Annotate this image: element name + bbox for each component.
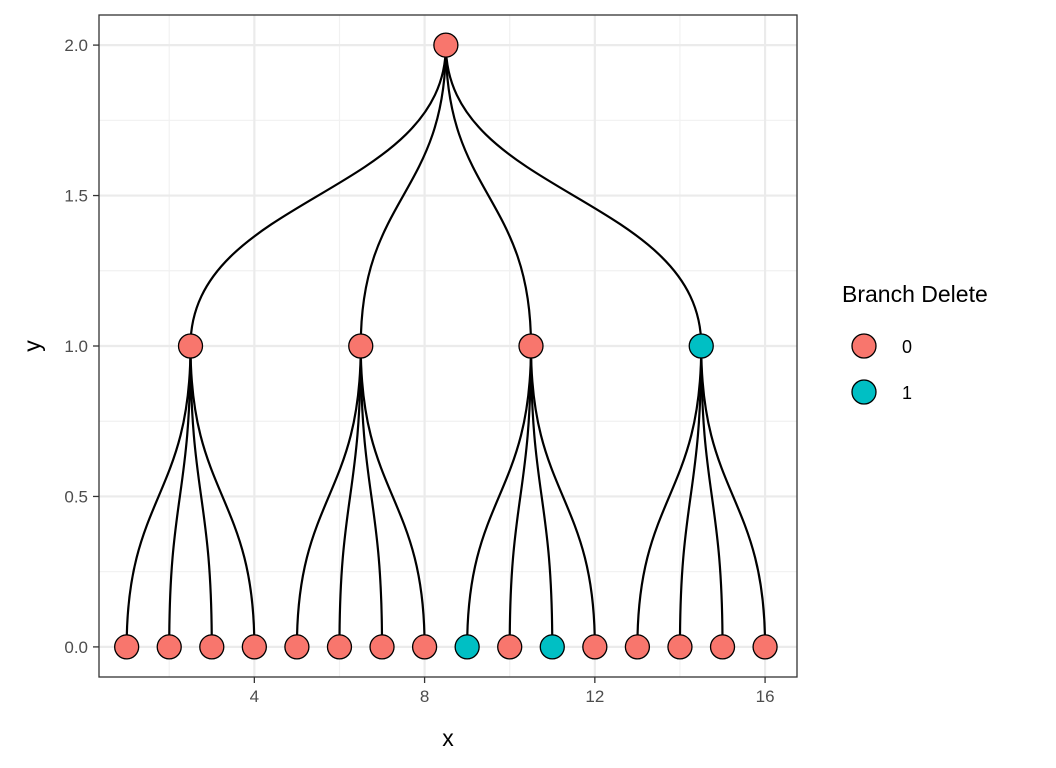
- leaf-node: [539, 634, 565, 660]
- tree-edge: [700, 345, 767, 647]
- y-tick-label: 1.5: [64, 187, 88, 206]
- leaf-node: [667, 634, 693, 660]
- y-tick-label: 2.0: [64, 36, 88, 55]
- legend-key: [851, 333, 877, 359]
- tree-edge: [295, 345, 362, 647]
- leaf-node: [284, 634, 310, 660]
- tree-edge: [359, 345, 426, 647]
- x-tick-label: 8: [420, 687, 429, 706]
- branch-node: [688, 333, 714, 359]
- tree-edge: [700, 345, 724, 647]
- tree-edge: [444, 45, 533, 347]
- branch-node: [518, 333, 544, 359]
- x-tick-label: 4: [250, 687, 259, 706]
- tree-edge: [189, 45, 447, 347]
- leaf-node: [156, 634, 182, 660]
- leaf-node: [709, 634, 736, 660]
- tree-edge: [168, 345, 192, 647]
- tree-edge: [189, 345, 213, 647]
- tree-edge: [444, 45, 703, 347]
- leaf-node: [241, 634, 267, 660]
- leaf-node: [497, 634, 523, 660]
- y-tick-label: 1.0: [64, 337, 88, 356]
- tree-edge: [466, 345, 533, 647]
- plot-panel: [98, 14, 798, 678]
- y-axis: 0.0 0.5 1.0 1.5 2.0: [64, 36, 99, 657]
- leaf-node: [582, 634, 608, 660]
- leaf-node: [624, 634, 651, 660]
- tree-edge: [125, 345, 192, 647]
- legend-title: Branch Delete: [842, 281, 988, 307]
- tree-nodes: [114, 32, 778, 660]
- tree-edge: [508, 345, 533, 647]
- tree-edge: [678, 345, 703, 647]
- branch-node: [177, 333, 204, 359]
- legend-label: 1: [902, 383, 912, 403]
- x-axis: 4 8 12 16: [250, 677, 775, 706]
- tree-edges: [125, 45, 767, 647]
- leaf-node: [369, 634, 395, 660]
- root-node: [433, 32, 459, 58]
- tree-edge: [359, 345, 384, 647]
- tree-edge: [636, 345, 703, 647]
- x-tick-label: 12: [585, 687, 604, 706]
- leaf-node: [411, 634, 438, 660]
- legend-label: 0: [902, 337, 912, 357]
- legend-key: [851, 379, 877, 405]
- tree-edge: [338, 345, 362, 647]
- legend: Branch Delete 01: [842, 281, 988, 405]
- leaf-node: [199, 634, 225, 660]
- x-axis-title: x: [442, 725, 454, 751]
- major-gridlines: [99, 15, 797, 677]
- leaf-node: [326, 634, 353, 660]
- tree-edge: [529, 345, 596, 647]
- leaf-node: [752, 634, 778, 660]
- y-axis-title: y: [19, 340, 45, 352]
- tree-edge: [359, 45, 447, 347]
- y-tick-label: 0.5: [64, 487, 88, 506]
- y-tick-label: 0.0: [64, 638, 88, 657]
- legend-entries: 01: [851, 333, 912, 405]
- branch-node: [348, 333, 374, 359]
- tree-edge: [189, 345, 256, 647]
- leaf-node: [114, 634, 140, 660]
- leaf-node: [454, 634, 480, 660]
- x-tick-label: 16: [756, 687, 775, 706]
- tree-edge: [529, 345, 554, 647]
